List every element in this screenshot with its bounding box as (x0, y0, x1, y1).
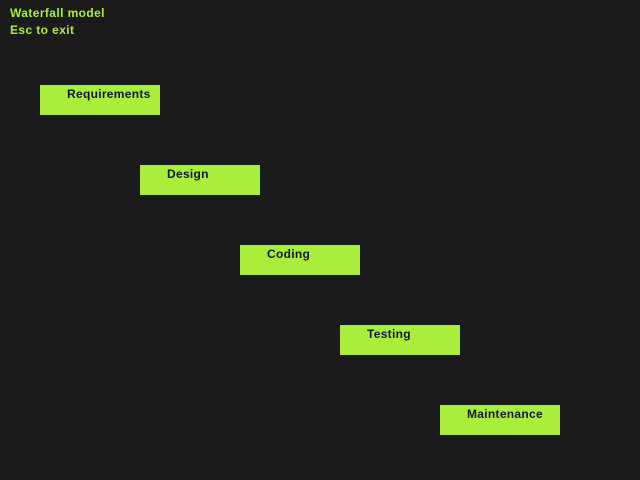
stage-label-testing: Testing (367, 327, 411, 341)
stage-box-maintenance: Maintenance (440, 405, 560, 435)
stage-box-requirements: Requirements (40, 85, 160, 115)
stage-box-design: Design (140, 165, 260, 195)
exit-hint: Esc to exit (10, 23, 75, 37)
stage-label-coding: Coding (267, 247, 311, 261)
stage-label-maintenance: Maintenance (467, 407, 543, 421)
stage-label-design: Design (167, 167, 209, 181)
stage-box-testing: Testing (340, 325, 460, 355)
app-title: Waterfall model (10, 6, 105, 20)
stage-label-requirements: Requirements (67, 87, 151, 101)
stage-box-coding: Coding (240, 245, 360, 275)
